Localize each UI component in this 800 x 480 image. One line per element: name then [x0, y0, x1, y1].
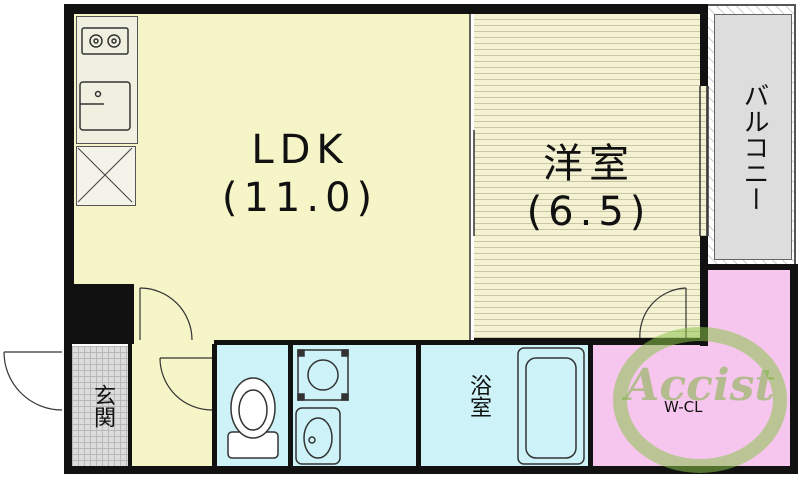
wall-left-lower	[64, 284, 134, 344]
wall-top	[64, 4, 708, 14]
hallway	[132, 342, 214, 466]
ldk-label: LDK (11.0)	[190, 126, 410, 222]
wall-closet-bottom	[700, 466, 798, 474]
wall-toilet-left	[212, 344, 217, 468]
ldk-partition	[469, 12, 475, 342]
wall-right-upper	[700, 4, 708, 86]
wall-bath-right	[588, 344, 593, 468]
western-room-label: 洋室 (6.5)	[494, 140, 684, 236]
toilet-icon	[227, 377, 279, 459]
wash-basin-icon	[295, 407, 341, 465]
ldk-name: LDK	[251, 127, 349, 173]
entrance-label: 玄関	[90, 384, 115, 428]
bathroom-label: 浴室	[466, 374, 491, 418]
balcony-window	[699, 86, 709, 236]
western-room	[474, 14, 706, 340]
wall-toilet-right	[288, 344, 293, 468]
bathtub-icon	[517, 347, 585, 465]
wall-right-mid	[700, 236, 708, 346]
refrigerator-icon	[77, 147, 133, 203]
wall-closet-right	[790, 266, 798, 474]
bathroom	[420, 344, 590, 466]
stove-icon	[81, 27, 129, 55]
balcony-floor	[714, 14, 792, 260]
balcony-label: バルコニー	[739, 82, 769, 212]
wall-closet-top	[700, 264, 798, 270]
watermark-text: Accist	[625, 360, 775, 411]
kitchen-sink-icon	[79, 81, 131, 131]
wall-western-bottom	[474, 338, 706, 342]
western-room-name: 洋室	[543, 141, 635, 187]
wall-inner-horizontal	[214, 340, 706, 345]
wall-entrance-left	[64, 344, 72, 474]
closet-upper	[708, 270, 796, 466]
walk-in-closet-label: W-CL	[664, 398, 703, 416]
wall-left	[64, 4, 74, 286]
ldk-size: (11.0)	[221, 175, 379, 221]
entrance	[72, 346, 130, 466]
washing-machine-icon	[297, 349, 349, 401]
wall-wash-right	[416, 344, 421, 468]
western-room-size: (6.5)	[526, 189, 652, 235]
wall-entrance-right	[128, 344, 132, 468]
wall-bottom	[64, 466, 708, 474]
